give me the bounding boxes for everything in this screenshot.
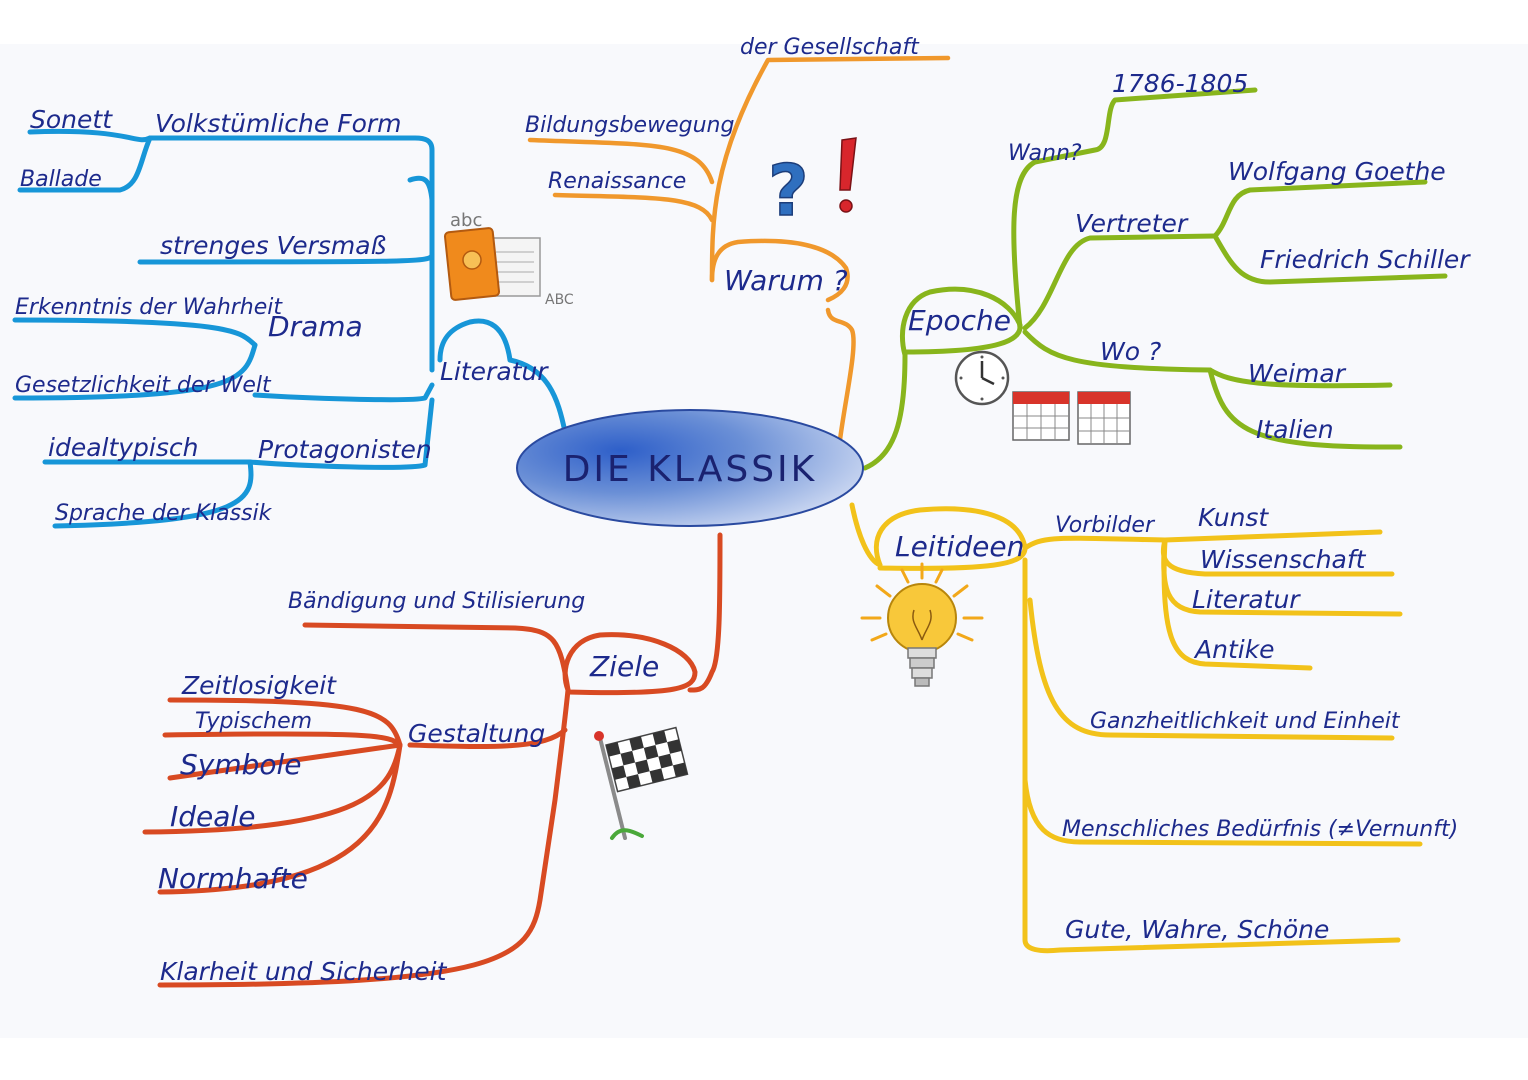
- volkstuemliche-form-label: Volkstümliche Form: [155, 109, 402, 138]
- epoche-labels: Epoche Wann? 1786-1805 Vertreter Wolfgan…: [908, 69, 1471, 444]
- leitideen-labels: Leitideen Vorbilder Kunst Wissenschaft L…: [895, 503, 1458, 944]
- paper-sheet: [0, 44, 1528, 1038]
- lightbulb-icon: [860, 562, 984, 687]
- leitideen-label: Leitideen: [895, 530, 1024, 563]
- baendigung-label: Bändigung und Stilisierung: [288, 589, 585, 614]
- wo-label: Wo ?: [1100, 337, 1161, 366]
- zeitlosigkeit-label: Zeitlosigkeit: [181, 671, 337, 700]
- literatur-vorbild-label: Literatur: [1192, 585, 1301, 614]
- wissenschaft-label: Wissenschaft: [1200, 545, 1367, 574]
- ganzheitlichkeit-label: Ganzheitlichkeit und Einheit: [1090, 709, 1401, 734]
- ballade-label: Ballade: [20, 167, 102, 192]
- idealtypisch-label: idealtypisch: [48, 433, 199, 462]
- center-title: DIE KLASSIK: [563, 449, 818, 490]
- book-caption-top: abc: [450, 210, 482, 231]
- symbole-label: Symbole: [180, 748, 302, 781]
- svg-text:?: ?: [768, 150, 809, 232]
- italien-label: Italien: [1256, 415, 1334, 444]
- ziele-labels: Ziele Bändigung und Stilisierung Gestalt…: [158, 589, 659, 986]
- der-gesellschaft-label: der Gesellschaft: [740, 35, 920, 60]
- book-icon: [443, 227, 541, 301]
- schiller-label: Friedrich Schiller: [1260, 245, 1471, 274]
- kunst-label: Kunst: [1198, 503, 1269, 532]
- sprache-der-klassik-label: Sprache der Klassik: [55, 501, 273, 526]
- branch-lines-ziele: [142, 532, 723, 988]
- normhafte-label: Normhafte: [158, 862, 308, 895]
- erkenntnis-label: Erkenntnis der Wahrheit: [15, 295, 283, 320]
- menschliches-beduerfnis-label: Menschliches Bedürfnis (≠Vernunft): [1062, 817, 1458, 842]
- sonett-label: Sonett: [30, 105, 113, 134]
- branch-lines-literatur: [12, 128, 568, 529]
- gesetzlichkeit-label: Gesetzlichkeit der Welt: [15, 373, 272, 398]
- typischem-label: Typischem: [195, 709, 312, 734]
- literatur-labels: Literatur Volkstümliche Form Sonett Ball…: [15, 105, 549, 526]
- antike-label: Antike: [1193, 635, 1275, 664]
- literatur-label: Literatur: [440, 357, 549, 386]
- klarheit-label: Klarheit und Sicherheit: [160, 957, 448, 986]
- gute-wahre-schoene-label: Gute, Wahre, Schöne: [1065, 915, 1329, 944]
- book-caption-bottom: ABC: [545, 292, 574, 308]
- drama-label: Drama: [268, 310, 363, 343]
- question-exclamation-icon: ?: [767, 137, 857, 233]
- branch-lines-warum: [527, 55, 951, 443]
- ideale-label: Ideale: [170, 800, 255, 833]
- protagonisten-label: Protagonisten: [258, 435, 432, 464]
- epoche-label: Epoche: [908, 304, 1011, 337]
- ziele-label: Ziele: [589, 650, 659, 683]
- goethe-label: Wolfgang Goethe: [1228, 157, 1446, 186]
- clock-icon: [954, 350, 1010, 406]
- vertreter-label: Vertreter: [1075, 209, 1189, 238]
- warum-labels: Warum ? der Gesellschaft Bildungsbewegun…: [525, 35, 920, 297]
- strenges-versmass-label: strenges Versmaß: [160, 231, 386, 260]
- center-node: DIE KLASSIK: [516, 409, 864, 527]
- branch-lines-leitideen: [849, 502, 1423, 954]
- renaissance-label: Renaissance: [548, 169, 686, 194]
- wann-label: Wann?: [1008, 141, 1082, 166]
- branch-lines-epoche: [862, 87, 1448, 471]
- warum-label: Warum ?: [724, 264, 848, 297]
- checkered-flag-icon: [594, 726, 689, 840]
- calendar-icon: [1012, 391, 1131, 445]
- gestaltung-label: Gestaltung: [408, 719, 545, 748]
- wann-value: 1786-1805: [1112, 69, 1248, 98]
- vorbilder-label: Vorbilder: [1055, 513, 1156, 538]
- bildungsbewegung-label: Bildungsbewegung: [525, 113, 734, 138]
- weimar-label: Weimar: [1248, 359, 1347, 388]
